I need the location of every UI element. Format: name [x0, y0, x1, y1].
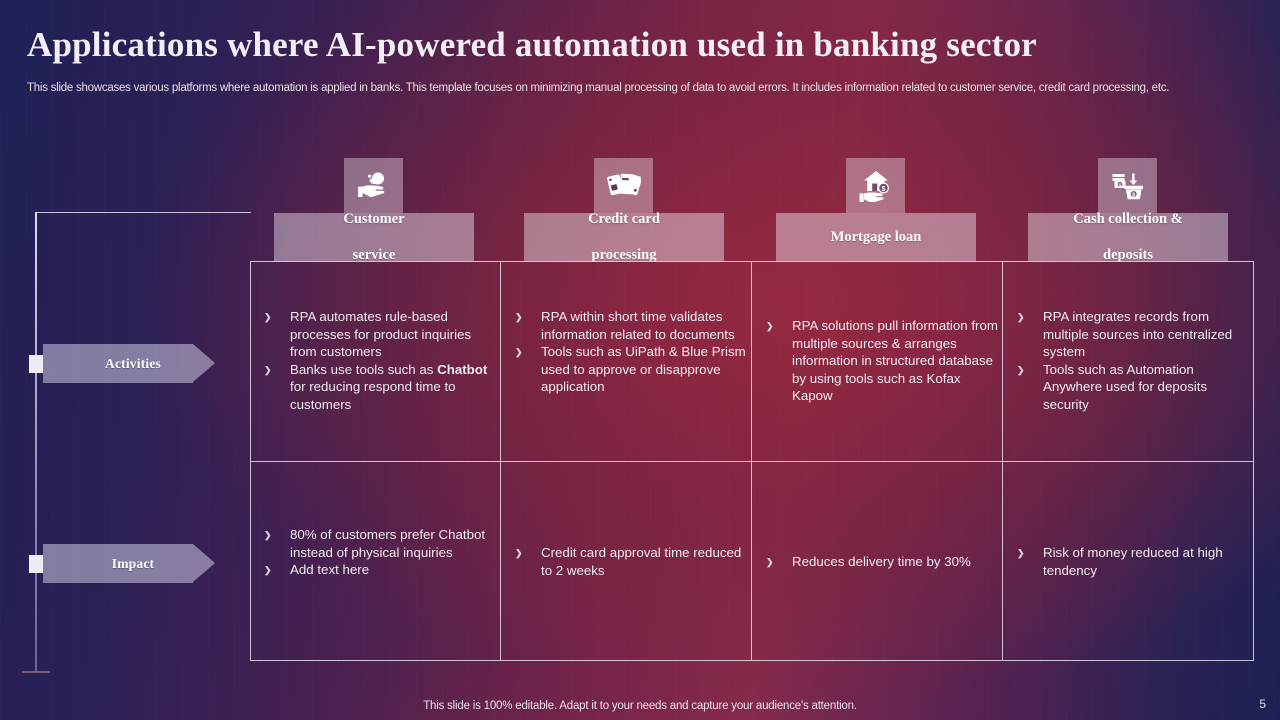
- row-label-impact-text: Impact: [111, 555, 155, 571]
- bullet-list: Credit card approval time reduced to 2 w…: [502, 544, 751, 579]
- cash-deposit-box-icon: $ $: [1112, 173, 1143, 199]
- column-header-line1: Cash collection &: [1073, 211, 1183, 227]
- column-header-line2: service: [352, 247, 396, 263]
- cell-impact-customer-service[interactable]: 80% of customers prefer Chatbot instead …: [251, 526, 500, 579]
- timeline-node-impact: [29, 555, 43, 573]
- arrow-tip: [193, 344, 215, 382]
- cell-activities-credit-card-processing[interactable]: RPA within short time validates informat…: [502, 308, 751, 396]
- list-item: Risk of money reduced at high tendency: [1004, 544, 1253, 579]
- arrow-body: [43, 544, 193, 583]
- cash-deposit-box-icon-tile: $ $: [1098, 158, 1157, 213]
- list-item: RPA automates rule-based processes for p…: [251, 308, 500, 361]
- column-header-credit-card-processing[interactable]: Credit card processing: [524, 211, 724, 263]
- page-subtitle: This slide showcases various platforms w…: [27, 82, 1170, 94]
- bullet-list: 80% of customers prefer Chatbot instead …: [251, 526, 500, 579]
- column-header-line2: deposits: [1103, 247, 1153, 263]
- house-loan-hand-icon-tile: $: [846, 158, 905, 213]
- bullet-list: RPA solutions pull information from mult…: [753, 317, 1002, 405]
- bullet-list: RPA automates rule-based processes for p…: [251, 308, 500, 413]
- svg-text:$: $: [881, 186, 885, 193]
- page-number: 5: [1259, 697, 1266, 711]
- cell-impact-credit-card-processing[interactable]: Credit card approval time reduced to 2 w…: [502, 544, 751, 579]
- cell-activities-customer-service[interactable]: RPA automates rule-based processes for p…: [251, 308, 500, 413]
- cell-impact-mortgage-loan[interactable]: Reduces delivery time by 30%: [753, 553, 1002, 571]
- customer-service-hand-icon-tile: [344, 158, 403, 213]
- bullet-list: RPA integrates records from multiple sou…: [1004, 308, 1253, 413]
- row-label-activities[interactable]: Activities: [43, 344, 215, 383]
- bullet-list: Risk of money reduced at high tendency: [1004, 544, 1253, 579]
- list-item: Tools such as UiPath & Blue Prism used t…: [502, 343, 751, 396]
- row-label-impact[interactable]: Impact: [43, 544, 215, 583]
- list-item: 80% of customers prefer Chatbot instead …: [251, 526, 500, 561]
- timeline-foot-tick: [22, 671, 50, 673]
- credit-cards-icon-tile: [594, 158, 653, 213]
- row-label-activities-text: Activities: [105, 355, 161, 371]
- column-header-line2: processing: [591, 247, 657, 263]
- credit-cards-icon: [606, 173, 641, 195]
- grid-divider-horizontal: [251, 461, 1253, 462]
- column-header-mortgage-loan[interactable]: Mortgage loan: [776, 213, 976, 261]
- arrow-tip: [193, 544, 215, 582]
- svg-text:$: $: [1132, 192, 1136, 198]
- customer-service-hand-icon: [357, 172, 384, 197]
- list-item: RPA solutions pull information from mult…: [753, 317, 1002, 405]
- footer-note: This slide is 100% editable. Adapt it to…: [423, 700, 857, 712]
- bullet-list: Reduces delivery time by 30%: [753, 553, 1002, 571]
- svg-text:$: $: [1118, 182, 1121, 187]
- list-item: Tools such as Automation Anywhere used f…: [1004, 361, 1253, 414]
- column-header-line1: Mortgage loan: [830, 229, 922, 245]
- list-item: Credit card approval time reduced to 2 w…: [502, 544, 751, 579]
- frame-top-rail: [35, 212, 251, 213]
- list-item: Reduces delivery time by 30%: [753, 553, 1002, 571]
- cell-activities-cash-collection-deposits[interactable]: RPA integrates records from multiple sou…: [1004, 308, 1253, 413]
- cell-activities-mortgage-loan[interactable]: RPA solutions pull information from mult…: [753, 317, 1002, 405]
- content-grid: RPA automates rule-based processes for p…: [250, 261, 1254, 661]
- list-item: RPA integrates records from multiple sou…: [1004, 308, 1253, 361]
- list-item: Banks use tools such as Chatbot for redu…: [251, 361, 500, 414]
- list-item: RPA within short time validates informat…: [502, 308, 751, 343]
- page-title: Applications where AI-powered automation…: [27, 25, 1037, 64]
- list-item: Add text here: [251, 561, 500, 579]
- timeline-vertical-line: [35, 212, 37, 672]
- timeline-node-activities: [29, 355, 43, 373]
- column-header-line1: Customer: [343, 211, 405, 227]
- arrow-body: [43, 344, 193, 383]
- bullet-list: RPA within short time validates informat…: [502, 308, 751, 396]
- house-loan-hand-icon: $: [859, 170, 889, 202]
- column-header-customer-service[interactable]: Customer service: [274, 211, 474, 263]
- column-header-line1: Credit card: [588, 211, 660, 227]
- cell-impact-cash-collection-deposits[interactable]: Risk of money reduced at high tendency: [1004, 544, 1253, 579]
- column-header-cash-collection-deposits[interactable]: Cash collection & deposits: [1028, 211, 1228, 263]
